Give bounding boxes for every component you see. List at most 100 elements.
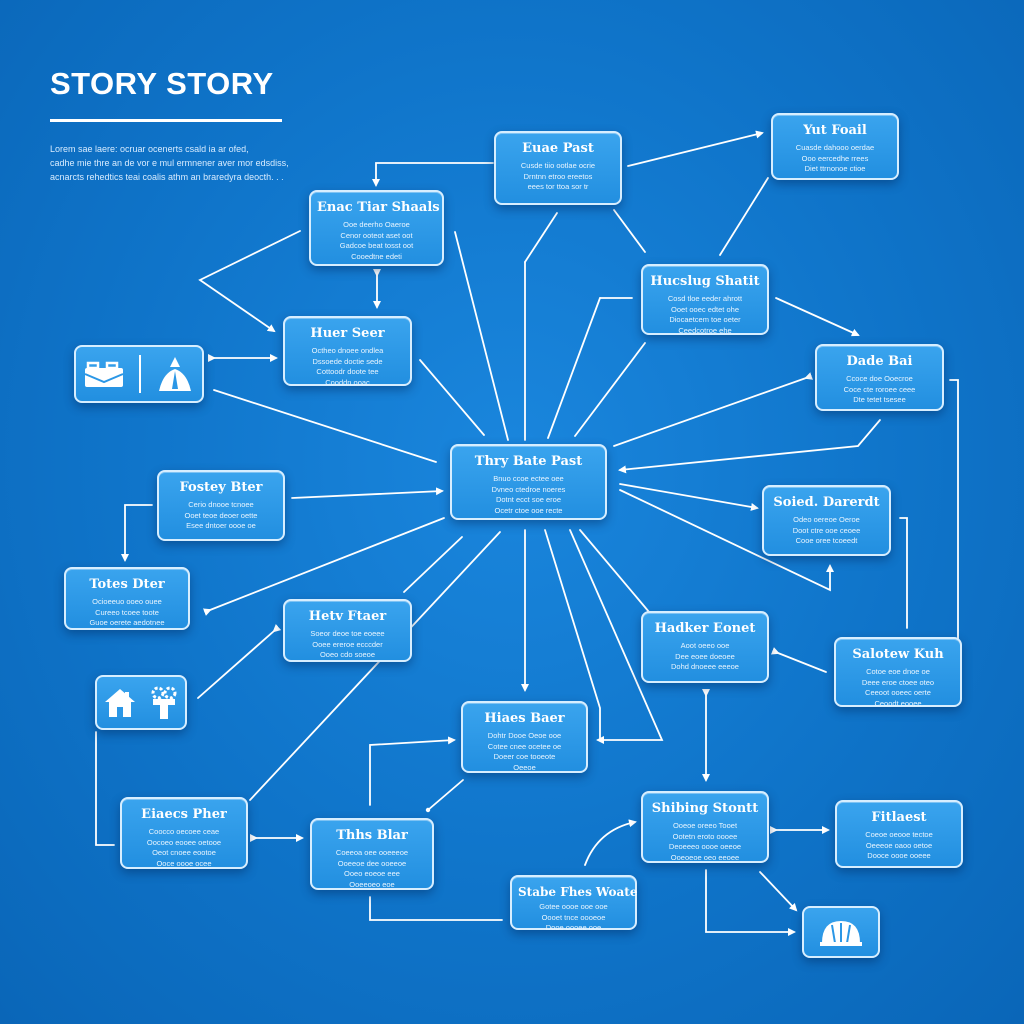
link-n17-i3: [705, 869, 796, 936]
node-thry-bate-past[interactable]: Thry Bate Past Bnuo ccoe ectee oee Dvneo…: [450, 444, 607, 520]
link-center-n11: [403, 536, 463, 593]
link-n14-n16: [425, 779, 464, 813]
node-totes-dter[interactable]: Totes Dter Ocioeeuo ooeo ouee Cureeo tco…: [64, 567, 190, 630]
node-text-line: Ccoce doe Ooecroe: [846, 374, 913, 383]
icon-node-house-cogs[interactable]: [95, 675, 187, 730]
node-title: Thry Bate Past: [474, 454, 583, 469]
node-text-line: Dvneo ctedroe noeres: [491, 484, 566, 494]
node-enac-tiar-shaals[interactable]: Enac Tiar Shaals Ooe deerho Oaeroe Cenor…: [309, 190, 444, 266]
node-text-line: Dotnt ecct soe eroe: [495, 495, 562, 504]
node-fostey-bter[interactable]: Fostey Bter Cerio dnooe tcnoee Ooet teoe…: [157, 470, 285, 541]
node-body: Coocco oecoee ceae Oocoeo eooee oetooe O…: [128, 827, 240, 869]
node-title: Huer Seer: [310, 326, 385, 341]
node-text-line: Ocioeeuo ooeo ouee: [92, 597, 162, 606]
node-body: Dohtr Dooe Oeoe ooe Cotee cnee ocetee oe…: [469, 731, 580, 773]
link-n8-center: [291, 487, 444, 499]
node-text-line: Octheo dnoee ondlea: [311, 346, 384, 355]
node-text-line: Dssoede doctie sede: [312, 356, 383, 366]
node-text-line: Cuasde dahooo oerdae: [795, 143, 875, 152]
link-n5-center: [419, 359, 485, 436]
node-title: Totes Dter: [89, 577, 165, 592]
node-text-line: Aoot oeeo ooe: [680, 641, 730, 650]
link-n1-center: [524, 212, 558, 263]
node-text-line: Ceedcotroe ehe: [678, 325, 732, 335]
node-text-line: Ooeoeoe oeo eeoee: [670, 852, 740, 862]
node-stabe-fhes-woate[interactable]: Stabe Fhes Woate Gotee oooe ooe ooe Oooe…: [510, 875, 637, 932]
node-body: Cosd tloe eeder ahrott Ooet ooec edtet o…: [649, 294, 761, 336]
node-title: Thhs Blar: [336, 828, 408, 843]
helmet-icon: [818, 917, 864, 947]
node-text-line: Ooe deerho Oaeroe: [343, 220, 410, 229]
node-text-line: Cenor ooteot aset oot: [340, 230, 413, 240]
node-text-line: Ceoodt eooee: [874, 698, 922, 708]
node-thhs-blar[interactable]: Thhs Blar Coeeoa oee ooeeeoe Ooeeoe dee …: [310, 818, 434, 890]
node-body: Cusde tiio ootlae ocrie Drntnn etroo ere…: [502, 161, 614, 193]
node-eiaecs-pher[interactable]: Eiaecs Pher Coocco oecoee ceae Oocoeo eo…: [120, 797, 248, 869]
node-body: Octheo dnoee ondlea Dssoede doctie sede …: [291, 346, 404, 388]
node-body: Coeeoa oee ooeeeoe Ooeeoe dee ooeeoe Ooe…: [318, 848, 426, 890]
node-text-line: Doeer coe tooeote: [493, 752, 556, 761]
node-title: Soied. Darerdt: [773, 495, 880, 510]
intro-line: acnarcts rehedtics teai coalis athm an b…: [50, 172, 284, 182]
node-salotew-kuh[interactable]: Salotew Kuh Cotoe eoe dnoe oe Deee eroe …: [834, 637, 962, 708]
link-n16-n19: [369, 896, 503, 921]
node-fitlaest[interactable]: Fitlaest Coeoe oeooe tectoe Oeeeoe oaoo …: [835, 800, 963, 868]
node-hucslug-shatit[interactable]: Hucslug Shatit Cosd tloe eeder ahrott Oo…: [641, 264, 769, 335]
node-hiaes-baer[interactable]: Hiaes Baer Dohtr Dooe Oeoe ooe Cotee cne…: [461, 701, 588, 773]
node-soied-darerdt[interactable]: Soied. Darerdt Odeo oereoe Oeroe Doot ct…: [762, 485, 891, 556]
node-yut-foail[interactable]: Yut Foail Cuasde dahooo oerdae Ooo eerce…: [771, 113, 899, 180]
node-title: Eiaecs Pher: [141, 807, 227, 822]
node-text-line: Soeor deoe toe eoeee: [310, 629, 385, 638]
divider: [139, 355, 141, 393]
intro-line: Lorem sae laere: ocruar ocenerts csald i…: [50, 144, 249, 154]
person-icon: [155, 355, 195, 393]
link-n4-center-b: [547, 297, 601, 439]
node-text-line: Ooet teoe deoer oette: [184, 510, 258, 520]
node-text-line: Doot ctre ooe ceoee: [792, 525, 861, 535]
icon-node-briefcase-person[interactable]: [74, 345, 204, 403]
node-text-line: Ceeoot ooeec oerte: [865, 688, 931, 697]
node-body: Aoot oeeo ooe Dee eoee doeoee Dohd dnoee…: [649, 641, 761, 673]
node-title: Shibing Stontt: [651, 801, 759, 816]
node-text-line: Oocoeo eooee oetooe: [146, 837, 222, 847]
node-text-line: Guoe oerete aedotnee: [89, 618, 165, 627]
node-dade-bai[interactable]: Dade Bai Ccoce doe Ooecroe Coce cte roro…: [815, 344, 944, 411]
node-hadker-eonet[interactable]: Hadker Eonet Aoot oeeo ooe Dee eoee doeo…: [641, 611, 769, 683]
node-text-line: Coce cte roroee ceee: [843, 384, 916, 394]
link-center-n9: [619, 483, 759, 511]
node-title: Fitlaest: [871, 810, 927, 825]
node-text-line: Dooe oooee ooe: [545, 923, 602, 932]
node-text-line: Dohtr Dooe Oeoe ooe: [487, 731, 562, 740]
link-n19-n17: [584, 819, 637, 866]
node-title: Euae Past: [522, 141, 594, 156]
node-title: Hucslug Shatit: [650, 274, 760, 289]
node-text-line: Diocaetcem toe oeter: [669, 315, 741, 324]
link-n1-n3: [372, 162, 494, 187]
node-text-line: Oeeoe: [513, 762, 536, 772]
node-text-line: Diet ttrnonoe ctioe: [804, 164, 866, 173]
node-title: Dade Bai: [846, 354, 913, 369]
node-body: Ooeoe oreeo Tooet Ootetn eroto oooee Deo…: [649, 821, 761, 863]
link-n3-n5-left: [198, 230, 301, 333]
node-text-line: Cerio dnooe tcnoee: [188, 500, 254, 509]
briefcase-icon: [83, 359, 125, 389]
node-text-line: Ooo eercedhe rrees: [801, 153, 869, 163]
node-title: Hiaes Baer: [484, 711, 565, 726]
icon-node-helmet[interactable]: [802, 906, 880, 958]
node-text-line: Coocco oecoee ceae: [148, 827, 220, 836]
node-text-line: Cureeo tcoee toote: [95, 607, 159, 617]
link-n3-center: [454, 231, 509, 441]
node-euae-past[interactable]: Euae Past Cusde tiio ootlae ocrie Drntnn…: [494, 131, 622, 205]
node-shibing-stontt[interactable]: Shibing Stontt Ooeoe oreeo Tooet Ootetn …: [641, 791, 769, 863]
node-text-line: Odeo oereoe Oeroe: [793, 515, 860, 524]
link-n11-i2: [197, 624, 282, 699]
node-title: Yut Foail: [803, 123, 867, 138]
node-text-line: Cooe oree tcoeedt: [795, 536, 858, 545]
node-text-line: Dte tetet tsesee: [853, 395, 906, 404]
node-hetv-ftaer[interactable]: Hetv Ftaer Soeor deoe toe eoeee Ooee ere…: [283, 599, 412, 662]
node-huer-seer[interactable]: Huer Seer Octheo dnoee ondlea Dssoede do…: [283, 316, 412, 388]
node-text-line: Cusde tiio ootlae ocrie: [520, 161, 596, 170]
node-text-line: Deee eroe ctoee oteo: [861, 677, 935, 687]
node-body: Cerio dnooe tcnoee Ooet teoe deoer oette…: [165, 500, 277, 532]
link-n13-line: [899, 517, 908, 629]
